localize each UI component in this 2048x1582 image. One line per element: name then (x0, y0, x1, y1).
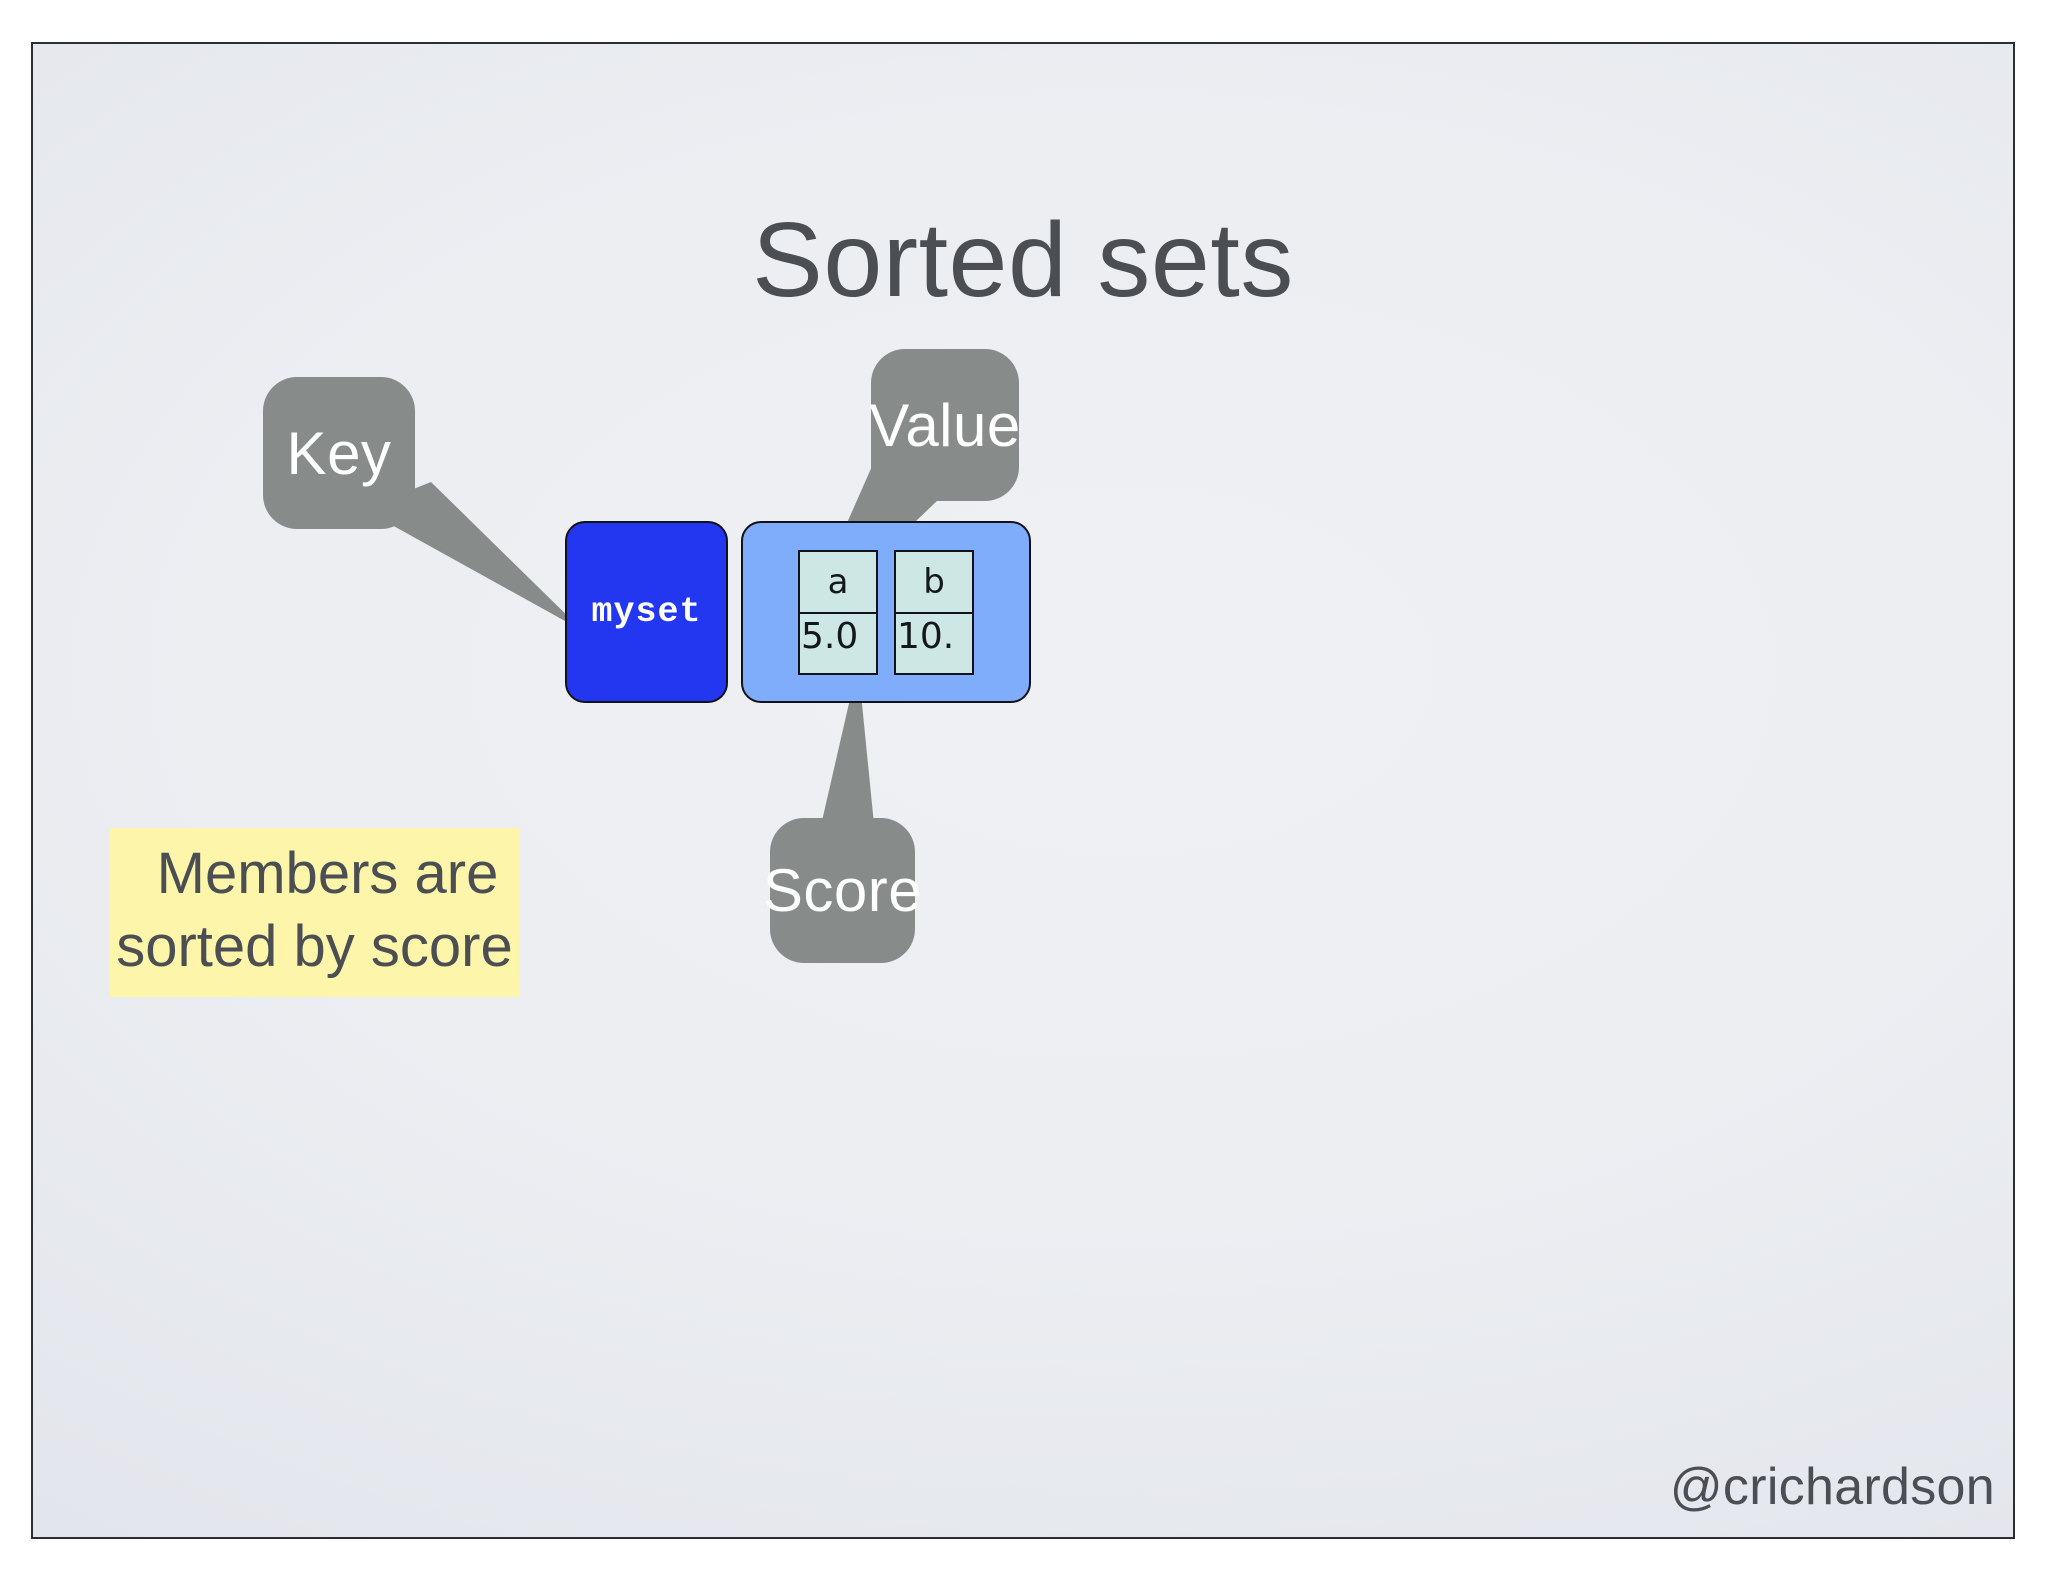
sorted-set-diagram: myset a 5.0 b 10. (565, 521, 1031, 703)
callout-score-label: Score (762, 857, 923, 924)
note-highlight: Members are sorted by score (110, 828, 519, 997)
member-cell: b 10. (894, 549, 974, 675)
note-line-2: sorted by score (116, 913, 513, 979)
slide-canvas: Sorted sets Key Value Score myset a 5.0 … (31, 42, 2015, 1539)
note-line-1: Members are (156, 841, 499, 906)
member-value: a (800, 552, 876, 614)
callout-key-label: Key (286, 419, 392, 487)
callout-value-label: Value (869, 391, 1021, 459)
callout-key: Key (263, 377, 415, 529)
key-box: myset (565, 521, 728, 703)
member-score: 5.0 (801, 615, 859, 657)
member-value: b (896, 552, 972, 614)
member-score: 10. (897, 615, 955, 657)
callout-value: Value (869, 349, 1021, 501)
page-title: Sorted sets (752, 201, 1294, 319)
callout-score: Score (763, 818, 922, 963)
key-box-label: myset (591, 592, 702, 632)
author-handle: @crichardson (1669, 1458, 1995, 1516)
member-cell: a 5.0 (798, 549, 878, 675)
value-box: a 5.0 b 10. (741, 521, 1031, 703)
